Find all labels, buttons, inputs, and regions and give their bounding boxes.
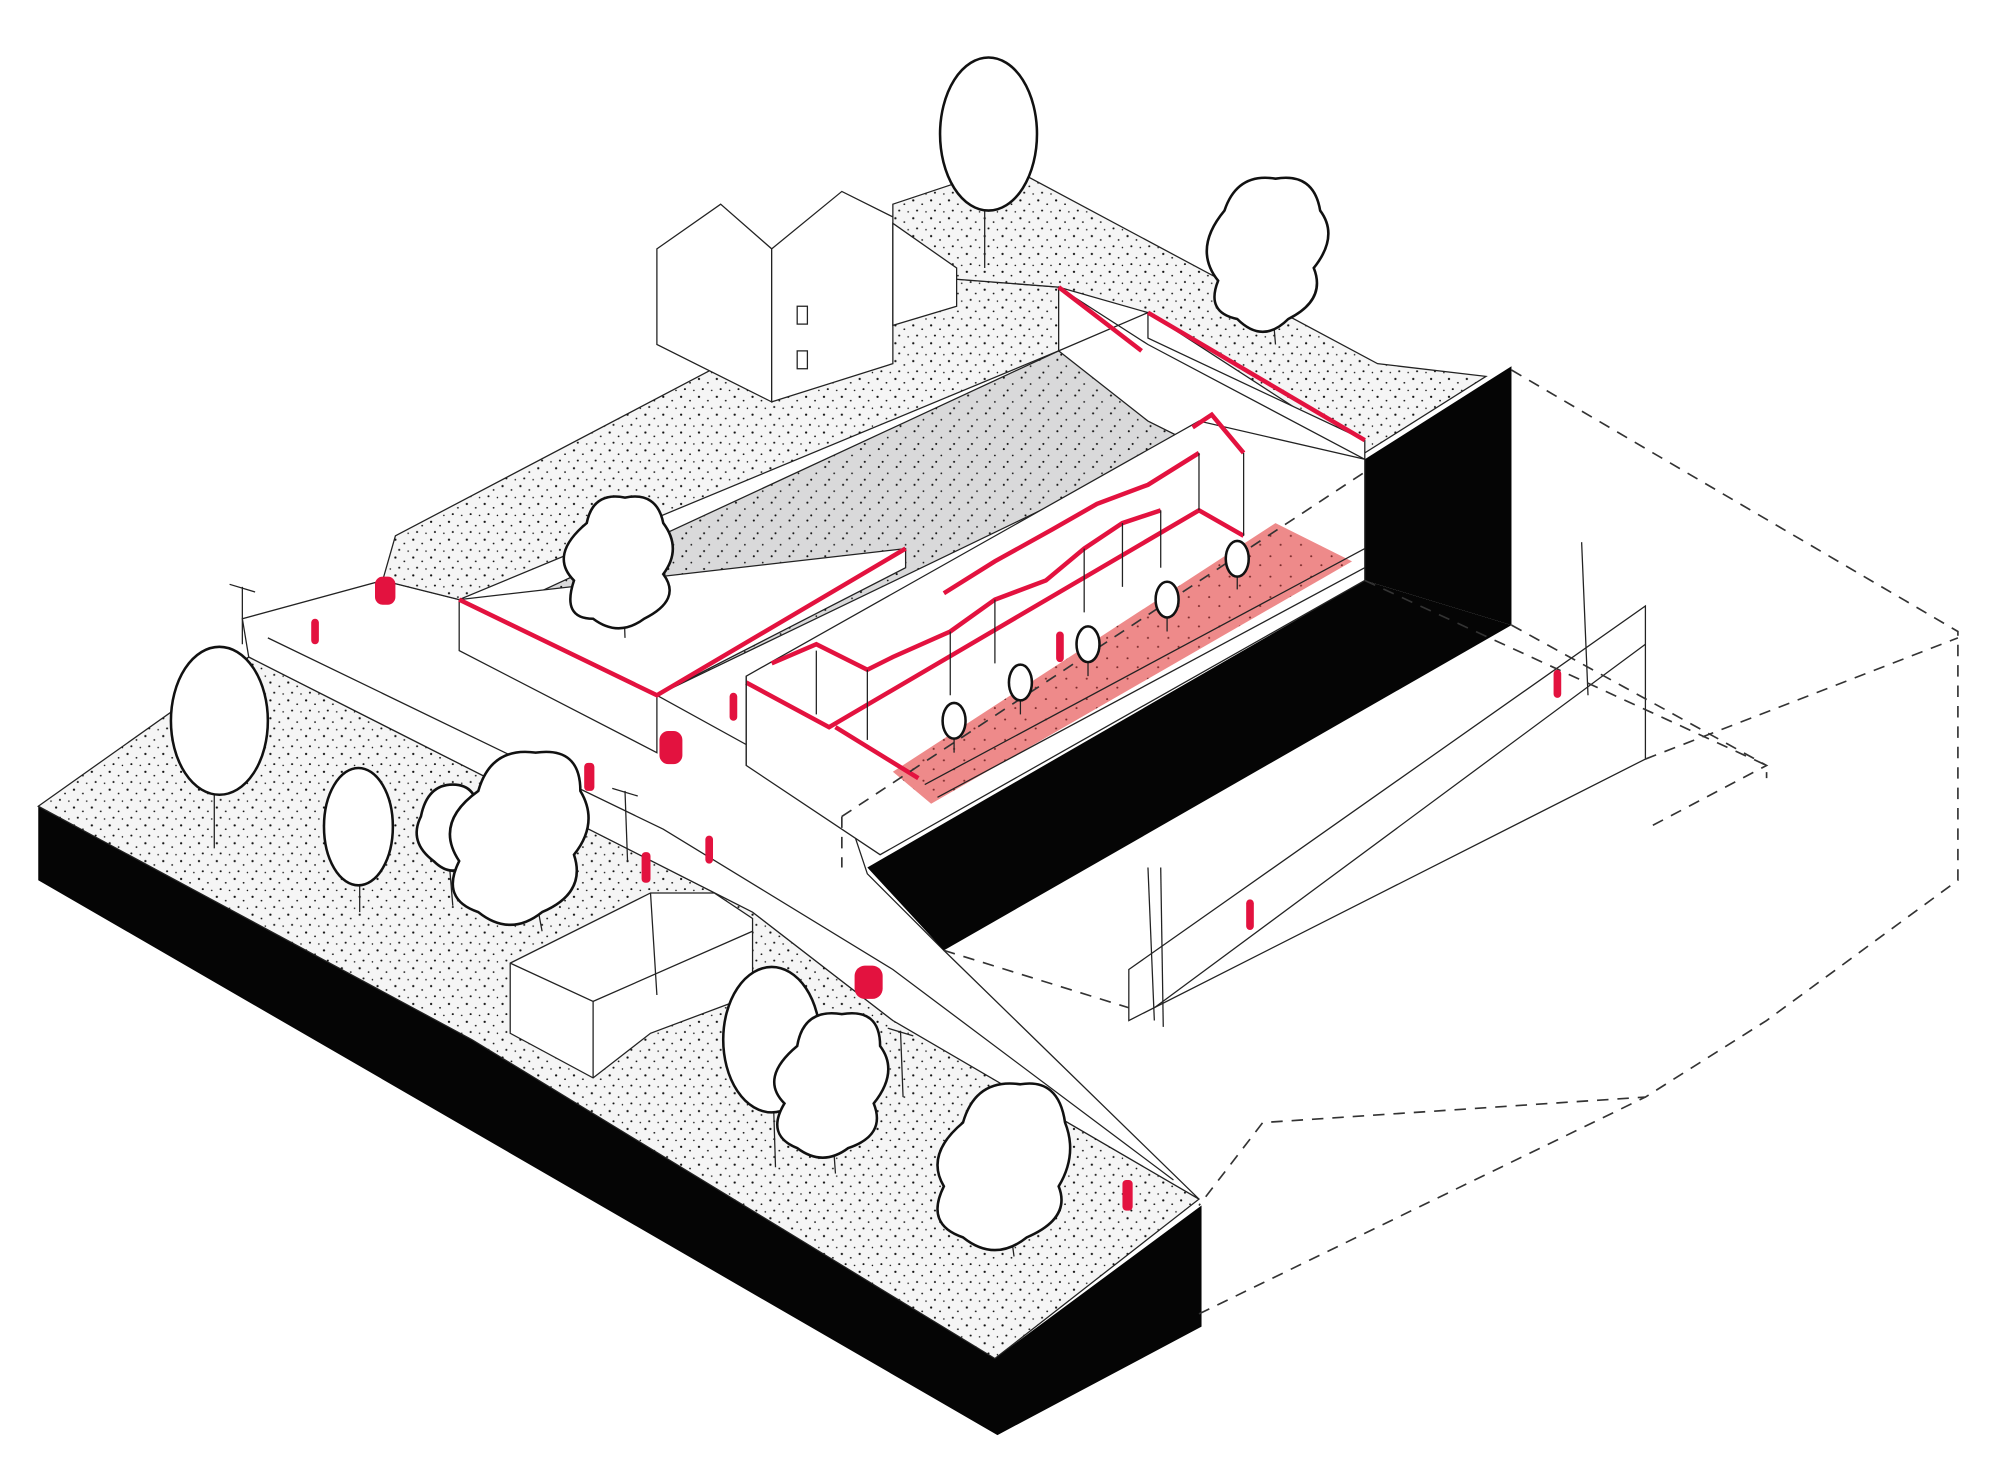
- tree-icon: [1154, 580, 1180, 632]
- person-icon: [1056, 631, 1064, 663]
- street-lamp-icon: [887, 1027, 914, 1098]
- trees: [169, 56, 1330, 1257]
- person-icon: [705, 835, 714, 864]
- street-lamp-icon: [612, 787, 638, 862]
- person-icon: [1122, 1179, 1133, 1211]
- street-lamp-icon: [229, 583, 256, 645]
- tree-icon: [936, 1082, 1072, 1257]
- tree-icon: [1205, 176, 1330, 345]
- people: [311, 576, 1562, 1211]
- excavation: [867, 366, 1512, 951]
- person-icon: [641, 852, 651, 883]
- street-lamps: [229, 583, 914, 1098]
- person-icon: [1553, 669, 1562, 698]
- tree-icon: [941, 701, 967, 753]
- tree-icon: [1007, 663, 1034, 715]
- person-icon: [659, 730, 683, 765]
- person-icon: [311, 618, 319, 645]
- person-icon: [375, 576, 396, 605]
- tree-icon: [1224, 539, 1250, 590]
- person-icon: [729, 692, 738, 721]
- tree-icon: [562, 495, 675, 638]
- main-building: [458, 285, 1366, 856]
- tree-icon: [322, 766, 395, 913]
- dashed-outline: [841, 369, 1959, 1315]
- tree-icon: [169, 645, 270, 849]
- house-top: [656, 190, 958, 403]
- person-icon: [1246, 899, 1254, 930]
- person-icon: [854, 965, 883, 999]
- tree-icon: [448, 750, 590, 932]
- tree-icon: [938, 56, 1039, 268]
- tree-icon: [773, 1012, 890, 1174]
- tree-icon: [1075, 625, 1101, 677]
- person-icon: [584, 762, 595, 791]
